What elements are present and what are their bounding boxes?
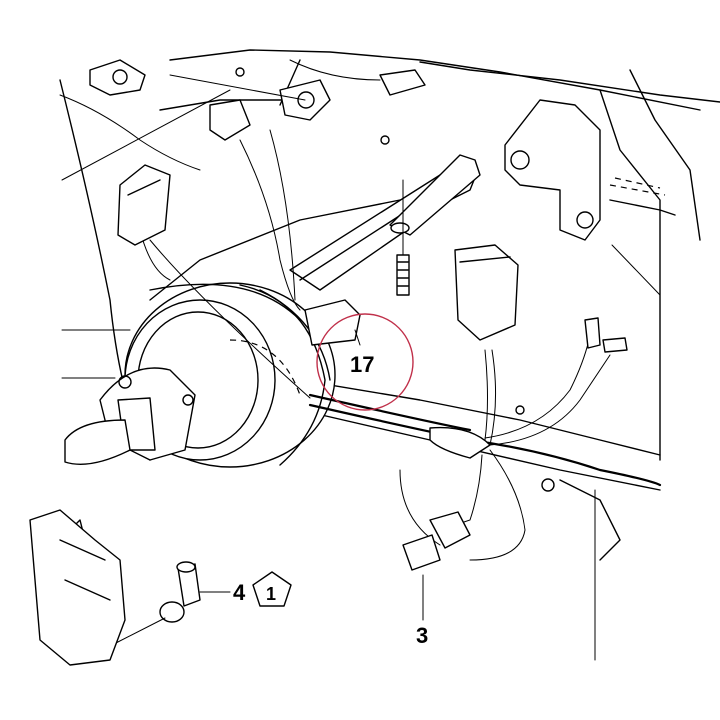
highlight-circle xyxy=(316,313,414,411)
leader-lines xyxy=(61,74,661,661)
frame-structure xyxy=(39,49,720,661)
callout-17: 17 xyxy=(350,352,374,377)
callout-4: 4 xyxy=(233,580,246,605)
bulb-holder xyxy=(111,561,231,646)
bolt xyxy=(396,179,410,296)
wiring-harness xyxy=(59,59,662,561)
pentagon-badge: 1 xyxy=(252,571,292,607)
badge-label: 1 xyxy=(266,584,276,604)
callout-3: 3 xyxy=(416,623,428,648)
lower-left-assembly xyxy=(29,509,126,666)
bulb-socket xyxy=(402,511,471,621)
sensor-plate xyxy=(64,367,196,465)
connectors xyxy=(117,69,628,353)
